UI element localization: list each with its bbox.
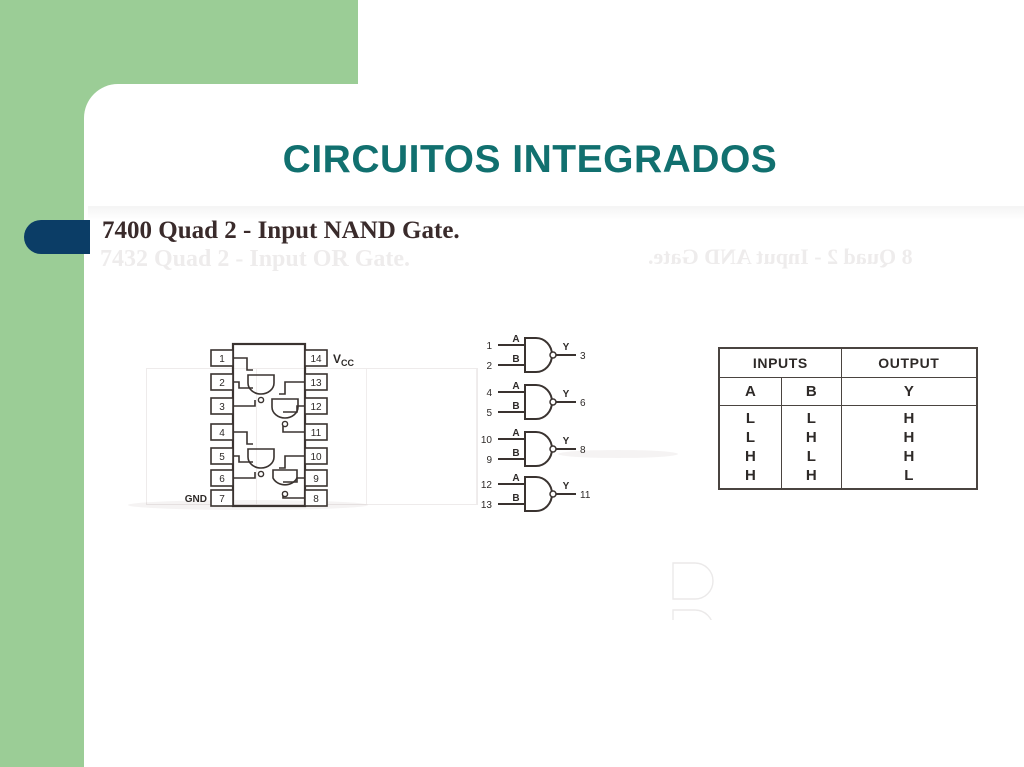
gate-1-pin-a: 1 bbox=[486, 341, 492, 352]
gate-3-pin-a: 10 bbox=[481, 435, 493, 446]
gate-3-b-label: B bbox=[512, 448, 519, 459]
gate-2-pin-y: 6 bbox=[580, 398, 586, 409]
gate-1-y-label: Y bbox=[563, 342, 570, 353]
dip-pin-left-2: 2 bbox=[219, 378, 225, 389]
truth-table: INPUTS OUTPUT A B Y L L H H L H L H H H bbox=[718, 347, 978, 490]
ghost-text-right: 8 Quad 2 - Input AND Gate. bbox=[648, 244, 913, 269]
cell-a-0: L bbox=[745, 410, 756, 427]
dip-package-diagram: 1 2 3 4 5 6 7 14 13 12 11 10 9 8 GND V C… bbox=[185, 338, 385, 513]
dip-pin-right-8: 8 bbox=[313, 494, 319, 505]
truth-table-col-y: Y bbox=[840, 377, 978, 406]
dip-pin-right-10: 10 bbox=[310, 452, 322, 463]
ghost-text-left: 7432 Quad 2 - Input OR Gate. bbox=[100, 246, 411, 272]
dip-pin-left-4: 4 bbox=[219, 428, 225, 439]
nand-gate-2: A B Y 4 5 6 bbox=[486, 381, 586, 420]
gate-1-a-label: A bbox=[512, 334, 519, 345]
scan-smudge bbox=[558, 450, 678, 458]
dip-pin-left-3: 3 bbox=[219, 402, 225, 413]
cell-a-3: H bbox=[745, 467, 756, 484]
vcc-label: V bbox=[333, 352, 341, 366]
scan-shadow-band bbox=[88, 206, 1024, 220]
datasheet-subtitle: 7400 Quad 2 - Input NAND Gate. bbox=[102, 217, 460, 244]
green-band-left bbox=[0, 0, 84, 767]
gate-4-y-label: Y bbox=[563, 481, 570, 492]
dip-pin-left-7: 7 bbox=[219, 494, 225, 505]
gate-4-b-label: B bbox=[512, 493, 519, 504]
cell-a-1: L bbox=[745, 429, 756, 446]
dip-pin-right-12: 12 bbox=[310, 402, 322, 413]
cell-a-2: H bbox=[745, 448, 756, 465]
gate-2-a-label: A bbox=[512, 381, 519, 392]
ghost-gate-outlines bbox=[672, 562, 714, 620]
nand-gate-3: A B Y 10 9 8 bbox=[481, 428, 586, 467]
gate-2-pin-a: 4 bbox=[486, 388, 492, 399]
truth-table-inputs-header: INPUTS bbox=[718, 347, 842, 378]
gate-4-a-label: A bbox=[512, 473, 519, 484]
dip-pin-left-1: 1 bbox=[219, 354, 225, 365]
gate-4-pin-a: 12 bbox=[481, 480, 493, 491]
vcc-subscript: CC bbox=[341, 358, 354, 368]
cell-b-2: L bbox=[806, 448, 816, 465]
cell-y-0: H bbox=[903, 410, 915, 427]
dip-pin-left-5: 5 bbox=[219, 452, 225, 463]
gnd-label: GND bbox=[185, 494, 207, 505]
nand-gate-4: A B Y 12 13 11 bbox=[481, 473, 591, 512]
ghost-cell bbox=[367, 369, 477, 504]
dip-pin-right-14: 14 bbox=[310, 354, 322, 365]
truth-table-output-header: OUTPUT bbox=[840, 347, 978, 378]
gate-4-pin-y: 11 bbox=[580, 490, 591, 501]
dip-pin-left-6: 6 bbox=[219, 474, 225, 485]
gate-3-y-label: Y bbox=[563, 436, 570, 447]
cell-b-0: L bbox=[806, 410, 816, 427]
nand-gate-schematics: A B Y 1 2 3 bbox=[478, 330, 608, 515]
cell-b-3: H bbox=[805, 467, 817, 484]
gate-2-y-label: Y bbox=[563, 389, 570, 400]
gate-1-b-label: B bbox=[512, 354, 519, 365]
truth-table-values-b: L H L H bbox=[780, 405, 842, 490]
nand-gate-1: A B Y 1 2 3 bbox=[486, 334, 586, 373]
gate-3-pin-b: 9 bbox=[486, 455, 492, 466]
truth-table-column-header-row: A B Y bbox=[718, 377, 978, 406]
gate-1-pin-y: 3 bbox=[580, 351, 586, 362]
navy-pill-decoration bbox=[24, 220, 90, 254]
truth-table-values-y: H H H L bbox=[840, 405, 978, 490]
cell-b-1: H bbox=[805, 429, 817, 446]
gate-1-pin-b: 2 bbox=[486, 361, 492, 372]
cell-y-1: H bbox=[903, 429, 915, 446]
gate-2-pin-b: 5 bbox=[486, 408, 492, 419]
cell-y-3: L bbox=[904, 467, 914, 484]
cell-y-2: H bbox=[903, 448, 915, 465]
gate-4-pin-b: 13 bbox=[481, 500, 493, 511]
truth-table-col-a: A bbox=[718, 377, 782, 406]
ghost-cell bbox=[147, 369, 257, 504]
dip-pin-right-11: 11 bbox=[311, 428, 322, 439]
truth-table-col-b: B bbox=[780, 377, 842, 406]
page-title: CIRCUITOS INTEGRADOS bbox=[282, 138, 778, 181]
gate-2-b-label: B bbox=[512, 401, 519, 412]
gate-3-a-label: A bbox=[512, 428, 519, 439]
truth-table-values-a: L L H H bbox=[718, 405, 782, 490]
dip-pin-right-13: 13 bbox=[310, 378, 322, 389]
ghost-cell bbox=[257, 369, 367, 504]
truth-table-values-row: L L H H L H L H H H H L bbox=[718, 405, 978, 490]
dip-pin-right-9: 9 bbox=[313, 474, 319, 485]
gate-3-pin-y: 8 bbox=[580, 445, 586, 456]
truth-table-group-header-row: INPUTS OUTPUT bbox=[718, 347, 978, 378]
